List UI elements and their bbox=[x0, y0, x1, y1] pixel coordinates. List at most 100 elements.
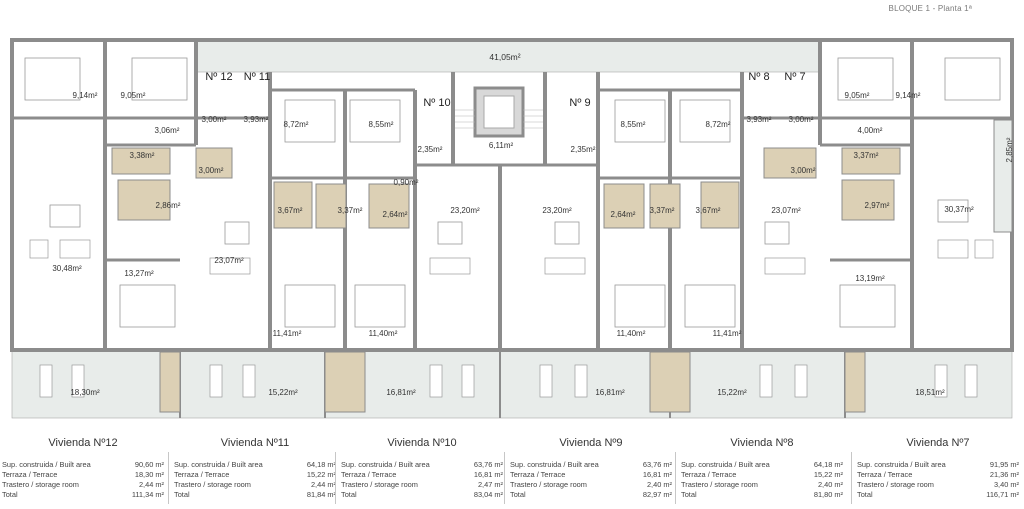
area-value: 83,04 m² bbox=[473, 490, 503, 499]
room-area-u11-storage: 3,93m² bbox=[244, 115, 269, 124]
area-value: 16,81 m² bbox=[473, 470, 503, 479]
room-area-u12-terrace: 18,30m² bbox=[70, 388, 100, 397]
area-row: Trastero / storage room 2,47 m² bbox=[339, 480, 505, 490]
area-value: 2,40 m² bbox=[817, 480, 843, 489]
area-label: Trastero / storage room bbox=[174, 480, 251, 489]
area-label: Sup. construida / Built area bbox=[857, 460, 946, 469]
area-value: 111,34 m² bbox=[131, 490, 164, 499]
room-area-u9-bed-a: 8,55m² bbox=[621, 120, 646, 129]
area-value: 15,22 m² bbox=[306, 470, 336, 479]
room-area-u7-bath-a: 3,37m² bbox=[854, 151, 879, 160]
room-area-u12-bed-b: 9,05m² bbox=[121, 91, 146, 100]
room-area-u9-hall: 2,35m² bbox=[571, 145, 596, 154]
area-row: Terraza / Terrace 15,22 m² bbox=[172, 470, 338, 480]
unit-marker-u8: Nº 8 bbox=[748, 71, 769, 83]
area-label: Terraza / Terrace bbox=[174, 470, 230, 479]
room-area-u9-bed-c: 11,40m² bbox=[617, 329, 646, 338]
room-area-u12-hall: 3,06m² bbox=[155, 126, 180, 135]
room-area-u7-hall: 4,00m² bbox=[858, 126, 883, 135]
area-label: Trastero / storage room bbox=[510, 480, 587, 489]
area-value: 2,40 m² bbox=[646, 480, 672, 489]
room-area-u12-bed-a: 9,14m² bbox=[73, 91, 98, 100]
stair-steps bbox=[455, 109, 543, 129]
room-area-u12-bath-b: 2,86m² bbox=[156, 201, 181, 210]
room-area-u11-hall: 3,00m² bbox=[202, 115, 227, 124]
area-value: 63,76 m² bbox=[642, 460, 672, 469]
legend-divider bbox=[168, 452, 169, 504]
area-value: 2,47 m² bbox=[477, 480, 503, 489]
beds bbox=[24, 57, 1001, 328]
room-area-u12-bath-a: 3,38m² bbox=[130, 151, 155, 160]
room-area-u9-bath: 3,37m² bbox=[650, 206, 675, 215]
unit-marker-u12: Nº 12 bbox=[205, 71, 232, 83]
area-label: Terraza / Terrace bbox=[857, 470, 913, 479]
legend-divider bbox=[504, 452, 505, 504]
legend-divider bbox=[851, 452, 852, 504]
room-area-u10-bed-c: 11,40m² bbox=[369, 329, 398, 338]
room-area-u7-terrace: 18,51m² bbox=[915, 388, 945, 397]
room-area-u9-bed-b: 8,72m² bbox=[706, 120, 731, 129]
unit-title: Vivienda Nº12 bbox=[48, 437, 118, 449]
area-value: 64,18 m² bbox=[306, 460, 336, 469]
room-area-u10-hall: 2,35m² bbox=[418, 145, 443, 154]
area-value: 2,44 m² bbox=[310, 480, 336, 489]
room-area-u10-bath2: 2,64m² bbox=[383, 210, 408, 219]
room-area-u8-bath: 3,00m² bbox=[791, 166, 816, 175]
area-row: Trastero / storage room 2,40 m² bbox=[508, 480, 674, 490]
area-label: Trastero / storage room bbox=[341, 480, 418, 489]
area-value: 81,80 m² bbox=[813, 490, 843, 499]
room-area-u8-terrace: 15,22m² bbox=[717, 388, 747, 397]
area-label: Total bbox=[510, 490, 526, 499]
room-area-u11-bath: 3,00m² bbox=[199, 166, 224, 175]
area-value: 82,97 m² bbox=[642, 490, 672, 499]
room-area-u12-living: 30,48m² bbox=[52, 264, 82, 273]
room-area-u8-bed: 11,41m² bbox=[713, 329, 742, 338]
room-area-u10-terrace: 16,81m² bbox=[386, 388, 416, 397]
area-value: 81,84 m² bbox=[306, 490, 336, 499]
area-row: Total 83,04 m² bbox=[339, 490, 505, 500]
room-area-u10-bed-b: 8,55m² bbox=[369, 120, 394, 129]
area-value: 15,22 m² bbox=[813, 470, 843, 479]
room-area-u11-terrace: 15,22m² bbox=[268, 388, 298, 397]
room-area-u8-storage: 3,93m² bbox=[747, 115, 772, 124]
stair-core-inner bbox=[483, 95, 515, 129]
room-area-u10-living: 23,20m² bbox=[450, 206, 480, 215]
unit-title: Vivienda Nº8 bbox=[730, 437, 794, 449]
unit-marker-u10: Nº 10 bbox=[423, 97, 450, 109]
area-label: Trastero / storage room bbox=[857, 480, 934, 489]
room-area-u12-master: 13,27m² bbox=[124, 269, 154, 278]
room-area-u8-living: 23,07m² bbox=[771, 206, 801, 215]
room-area-u10-bath: 3,37m² bbox=[338, 206, 363, 215]
area-label: Sup. construida / Built area bbox=[174, 460, 263, 469]
unit-title: Vivienda Nº7 bbox=[906, 437, 970, 449]
area-value: 64,18 m² bbox=[813, 460, 843, 469]
area-label: Total bbox=[341, 490, 357, 499]
area-label: Total bbox=[2, 490, 18, 499]
room-area-u9-terrace: 16,81m² bbox=[595, 388, 625, 397]
room-area-u11-bed: 11,41m² bbox=[273, 329, 302, 338]
unit-marker-u7: Nº 7 bbox=[784, 71, 805, 83]
area-label: Trastero / storage room bbox=[2, 480, 79, 489]
roof-terrace-band bbox=[196, 39, 820, 73]
